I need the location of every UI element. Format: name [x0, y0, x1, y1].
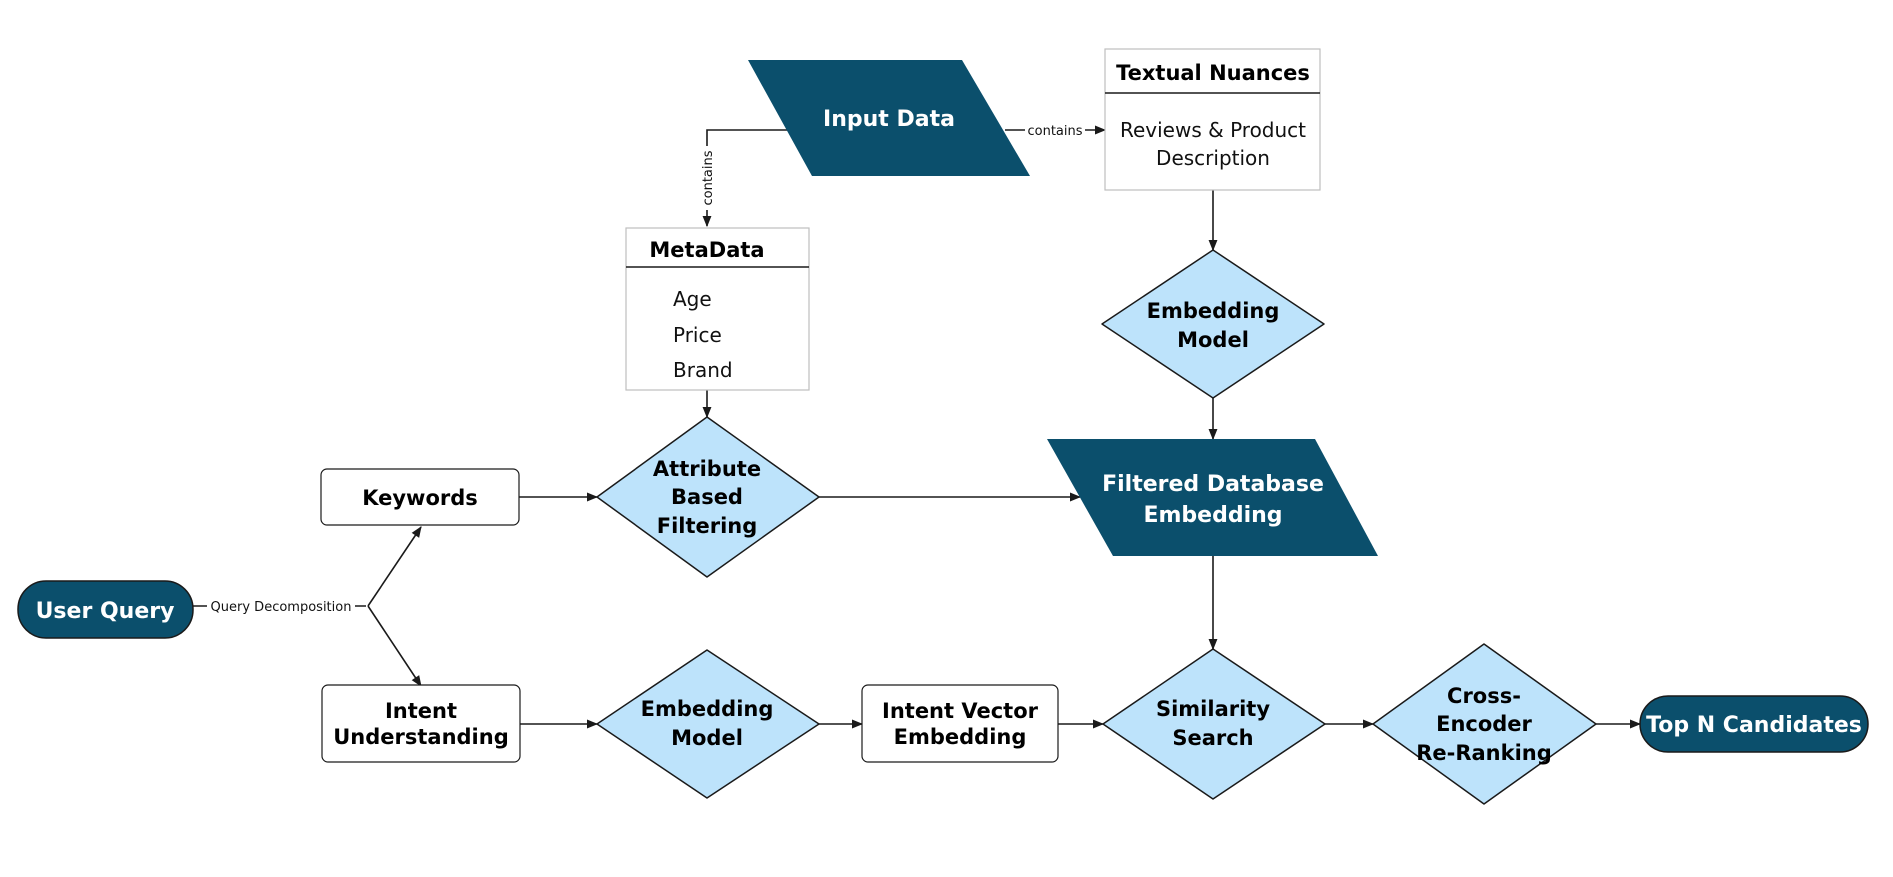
edge-label-query-decomposition: Query Decomposition [211, 600, 352, 615]
intent-vector-label-line1: Intent Vector [882, 699, 1039, 723]
textual-nuances-line1: Reviews & Product [1120, 118, 1306, 142]
input-data-node: Input Data [748, 60, 1030, 176]
filtered-db-label-line2: Embedding [1143, 503, 1282, 528]
keywords-node: Keywords [320, 468, 520, 526]
input-data-label: Input Data [823, 107, 955, 132]
filtered-database-embedding-node: Filtered Database Embedding [1047, 439, 1378, 556]
metadata-item-brand: Brand [673, 358, 733, 382]
intent-vector-embedding-node: Intent Vector Embedding [861, 684, 1059, 763]
metadata-node: MetaData Age Price Brand [625, 227, 810, 391]
similarity-label-line2: Search [1172, 726, 1253, 750]
textual-nuances-node: Textual Nuances Reviews & Product Descri… [1104, 48, 1321, 191]
cross-encoder-label-line1: Cross- [1447, 684, 1521, 708]
intent-understanding-node: Intent Understanding [321, 684, 521, 763]
edges [193, 125, 1642, 729]
edge-label-query-decomposition-group: Query Decomposition [207, 596, 355, 616]
textual-nuances-title: Textual Nuances [1116, 61, 1310, 85]
intent-label-line1: Intent [385, 699, 457, 723]
intent-label-line2: Understanding [333, 725, 509, 749]
embedding-right-label-line1: Embedding [1147, 299, 1280, 323]
metadata-item-age: Age [673, 287, 712, 311]
top-n-candidates-node: Top N Candidates [1639, 695, 1869, 753]
textual-nuances-line2: Description [1156, 146, 1270, 170]
cross-encoder-label-line3: Re-Ranking [1416, 741, 1552, 765]
attribute-label-line1: Attribute [653, 457, 761, 481]
embedding-model-right-node: Embedding Model [1101, 249, 1325, 399]
edge-input-to-metadata [702, 129, 788, 228]
cross-encoder-node: Cross- Encoder Re-Ranking [1372, 643, 1597, 805]
edge-label-contains-left: contains [701, 150, 716, 205]
intent-vector-label-line2: Embedding [894, 725, 1027, 749]
attribute-label-line2: Based [671, 485, 743, 509]
embedding-model-left-node: Embedding Model [596, 649, 820, 799]
similarity-label-line1: Similarity [1156, 697, 1270, 721]
attribute-filtering-node: Attribute Based Filtering [596, 416, 820, 578]
edge-label-contains-right: contains [1027, 124, 1082, 139]
user-query-label: User Query [36, 599, 175, 624]
metadata-item-price: Price [673, 323, 722, 347]
edge-to-intent [367, 605, 422, 687]
top-n-label: Top N Candidates [1646, 713, 1862, 738]
edge-label-contains-left-group: contains [698, 146, 716, 210]
edge-label-contains-right-group: contains [1025, 121, 1085, 139]
keywords-label: Keywords [362, 486, 478, 510]
filtered-db-label-line1: Filtered Database [1102, 472, 1324, 497]
embedding-left-label-line2: Model [671, 726, 743, 750]
user-query-node: User Query [17, 580, 194, 639]
metadata-title: MetaData [649, 238, 764, 262]
edge-to-keywords [367, 526, 422, 607]
embedding-right-label-line2: Model [1177, 328, 1249, 352]
attribute-label-line3: Filtering [657, 514, 758, 538]
embedding-left-label-line1: Embedding [641, 697, 774, 721]
cross-encoder-label-line2: Encoder [1436, 712, 1532, 736]
similarity-search-node: Similarity Search [1102, 648, 1326, 800]
